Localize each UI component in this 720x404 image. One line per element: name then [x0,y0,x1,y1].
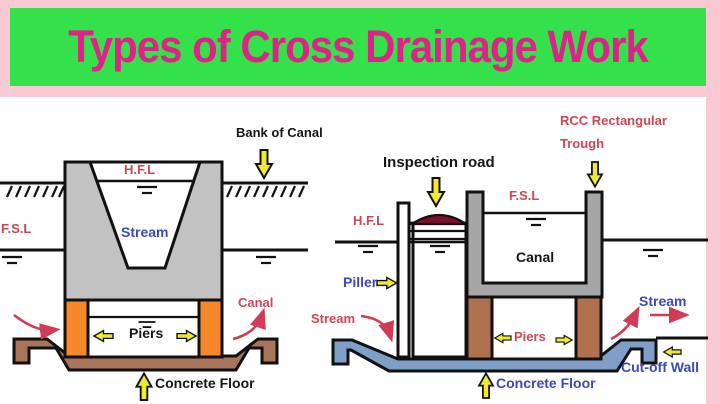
left-concrete-floor-label: Concrete Floor [155,375,255,391]
left-hfl-label: H.F.L [124,162,156,177]
title-banner: Types of Cross Drainage Work [10,8,706,86]
right-pier-right [574,295,603,361]
water-level-icon [524,217,548,227]
left-pier-bay [86,298,201,359]
left-stream-label: Stream [121,224,169,240]
inspection-road-down-arrow-icon [427,177,445,207]
right-hfl-label: H.F.L [353,213,385,228]
right-pier-left [465,295,494,361]
right-piers-label: Piers [514,329,546,344]
left-diagram [0,149,308,401]
left-pier-left [63,298,90,359]
page-title: Types of Cross Drainage Work [68,21,649,72]
right-pier-bay [490,295,578,361]
cutoff-wall-label: Cut-off Wall [621,359,700,375]
concrete-floor-up-arrow-icon [478,372,494,399]
water-level-icon [254,255,278,265]
stream-out-curve-arrow-icon [610,306,640,341]
piller-pointer-arrow-icon [376,276,398,290]
rcc-trough [465,190,604,299]
left-piers-label: Piers [129,325,164,341]
concrete-floor-up-arrow-icon [135,372,153,401]
left-canal-label: Canal [238,295,274,310]
right-concrete-floor-label: Concrete Floor [496,375,596,391]
rcc-trough-down-arrow-icon [587,161,603,188]
stream-in-label: Stream [311,311,356,326]
water-level-icon [641,248,665,258]
left-pier-right [197,298,224,359]
stream-in-arrow-icon [360,314,395,343]
rcc-trough-label-line1: RCC Rectangular [560,113,667,128]
stream-out-label: Stream [639,293,687,309]
right-canal-label: Canal [516,249,555,265]
piller-label: Piller [343,274,378,290]
inspection-road-surface [408,213,470,226]
water-level-icon [356,244,380,254]
left-fsl-label: F.S.L [1,221,32,236]
right-fsl-label: F.S.L [509,188,540,203]
bank-of-canal-label: Bank of Canal [236,125,323,140]
left-stream-notch [87,160,203,270]
cutoff-wall-arrow-icon [663,346,682,358]
bank-of-canal-down-arrow-icon [255,149,273,179]
water-level-icon [0,255,24,265]
right-diagram [331,161,708,399]
canal-flow-arrow-left-icon [13,313,61,340]
canal-flow-arrow-right-icon [232,307,266,341]
rcc-trough-label-line2: Trough [560,136,605,151]
piller-post [396,201,411,359]
piller-column [411,221,468,359]
left-hatch-left [5,185,66,198]
left-hatch-right [225,185,306,198]
pink-right-strip [706,0,720,404]
inspection-road-label: Inspection road [383,154,495,171]
